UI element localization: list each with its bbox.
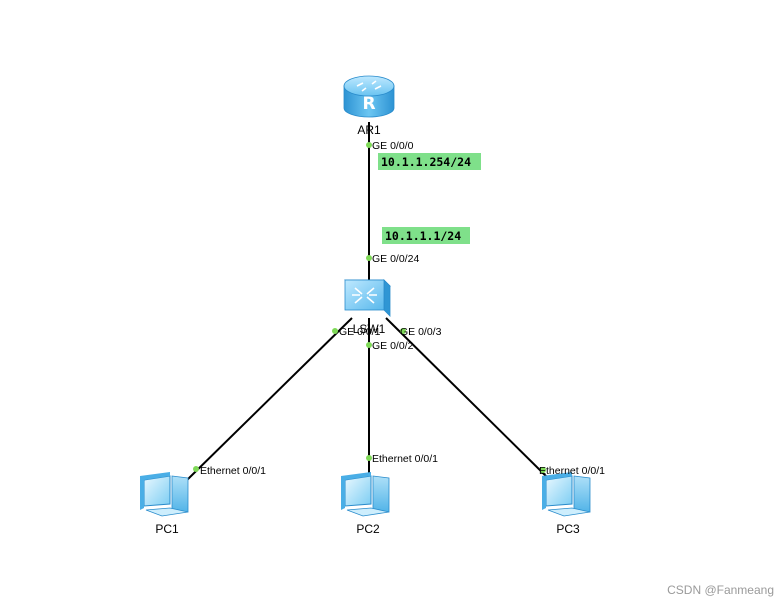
router-ar1[interactable]: R AR1 — [343, 75, 395, 137]
pc-icon — [341, 472, 390, 517]
port-label-lsw1-ge003: GE 0/0/3 — [400, 326, 442, 338]
device-label-ar1: AR1 — [357, 123, 381, 137]
port-dot-lsw1-ge0024[interactable] — [366, 255, 372, 261]
ip-label-lsw1: 10.1.1.1/24 — [385, 229, 461, 243]
port-label-lsw1-ge0024: GE 0/0/24 — [372, 253, 419, 265]
pc-icon — [140, 472, 189, 517]
link-lsw1-pc3[interactable] — [385, 317, 553, 483]
pc-pc2[interactable]: PC2 — [341, 472, 390, 536]
watermark: CSDN @Fanmeang — [667, 583, 774, 597]
router-icon: R — [343, 75, 395, 118]
port-dot-pc3-eth[interactable] — [540, 467, 546, 473]
port-label-lsw1-ge002: GE 0/0/2 — [372, 340, 414, 352]
port-dot-pc1-eth[interactable] — [193, 466, 199, 472]
port-label-lsw1-ge001: GE 0/0/1 — [339, 326, 381, 338]
device-label-pc3: PC3 — [556, 522, 580, 536]
port-dots — [193, 142, 546, 473]
switch-lsw1[interactable]: LSW1 — [344, 279, 391, 336]
port-dot-pc2-eth[interactable] — [366, 455, 372, 461]
port-dot-lsw1-ge002[interactable] — [366, 342, 372, 348]
ip-annotation-ar1: 10.1.1.254/24 — [378, 153, 481, 170]
port-dot-ar1-ge000[interactable] — [366, 142, 372, 148]
pc-icon — [542, 472, 591, 517]
link-lsw1-pc1[interactable] — [186, 317, 353, 481]
device-label-lsw1: LSW1 — [353, 322, 386, 336]
port-label-ar1-ge000: GE 0/0/0 — [372, 140, 414, 152]
port-dot-lsw1-ge003[interactable] — [400, 328, 406, 334]
port-label-pc2-eth: Ethernet 0/0/1 — [372, 453, 438, 465]
device-label-pc2: PC2 — [356, 522, 380, 536]
port-label-pc3-eth: Ethernet 0/0/1 — [539, 465, 605, 477]
pc-pc1[interactable]: PC1 — [140, 472, 189, 536]
port-label-pc1-eth: Ethernet 0/0/1 — [200, 465, 266, 477]
svg-text:R: R — [362, 94, 375, 114]
device-label-pc1: PC1 — [155, 522, 179, 536]
ip-annotation-lsw1: 10.1.1.1/24 — [382, 227, 470, 244]
switch-icon — [344, 279, 391, 317]
pc-pc3[interactable]: PC3 — [542, 472, 591, 536]
port-dot-lsw1-ge001[interactable] — [332, 328, 338, 334]
ip-label-ar1: 10.1.1.254/24 — [381, 155, 471, 169]
